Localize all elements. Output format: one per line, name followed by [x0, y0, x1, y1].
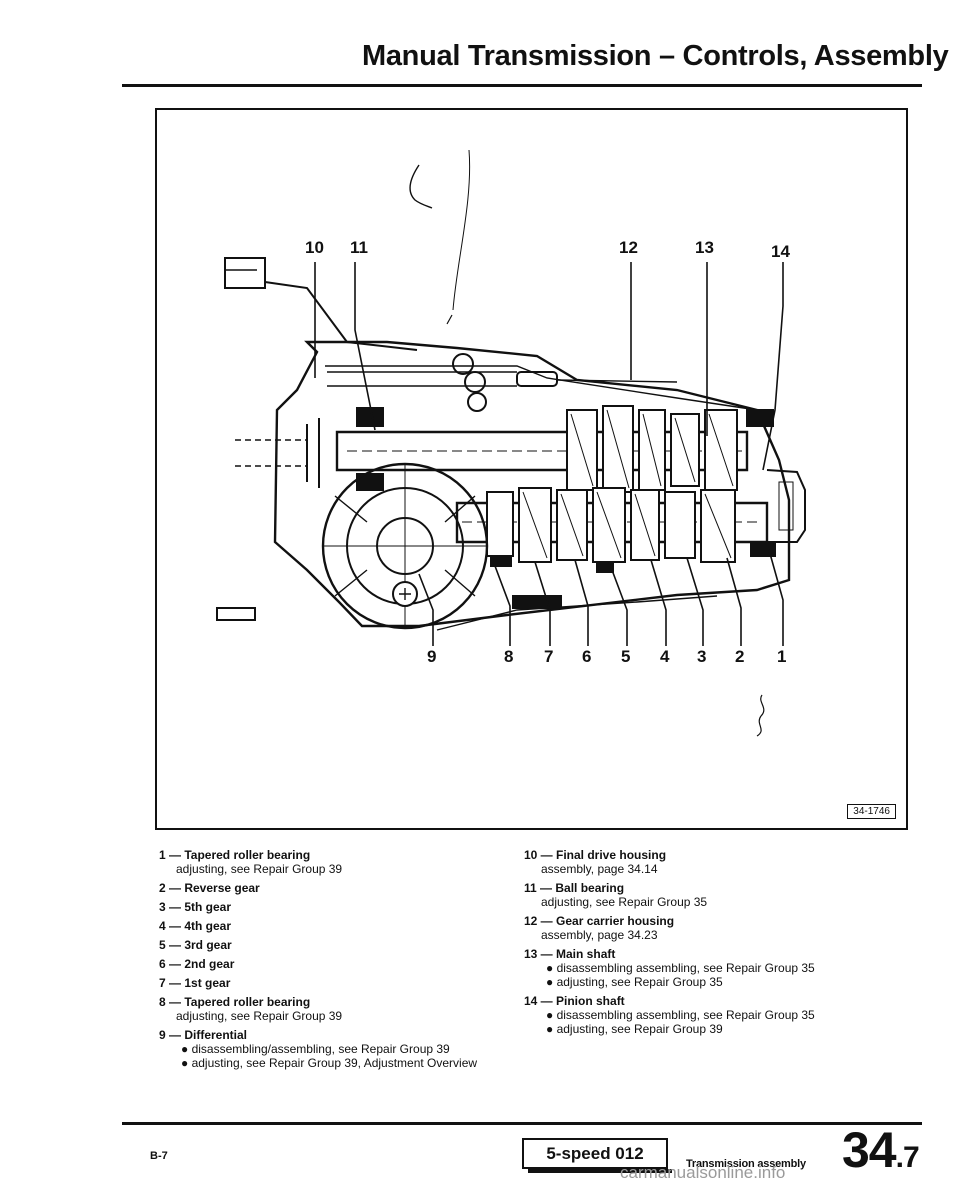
legend-item: 2 — Reverse gear	[159, 881, 519, 895]
legend-item-detail: adjusting, see Repair Group 39	[176, 862, 343, 876]
legend-item-title: 10 — Final drive housing	[524, 848, 667, 862]
legend-item: 7 — 1st gear	[159, 976, 519, 990]
legend-item-title: 9 — Differential	[159, 1028, 248, 1042]
callout-4: 4	[660, 647, 670, 666]
legend-item: 3 — 5th gear	[159, 900, 519, 914]
legend-item: 14 — Pinion shaft● disassembling assembl…	[524, 994, 904, 1036]
legend-item-title: 13 — Main shaft	[524, 947, 616, 961]
page-number: 34.7	[842, 1122, 920, 1178]
legend-item-title: 11 — Ball bearing	[524, 881, 625, 895]
legend-item-title: 12 — Gear carrier housing	[524, 914, 675, 928]
legend-item-title: 4 — 4th gear	[159, 919, 232, 933]
page-number-sub: .7	[895, 1141, 920, 1174]
legend-item: 13 — Main shaft● disassembling assemblin…	[524, 947, 904, 989]
callout-3: 3	[697, 647, 707, 666]
callout-11: 11	[350, 238, 368, 257]
callout-12: 12	[619, 238, 638, 257]
callout-8: 8	[504, 647, 514, 666]
legend-item: 9 — Differential● disassembling/assembli…	[159, 1028, 519, 1070]
page-title: Manual Transmission – Controls, Assembly	[362, 40, 949, 72]
callout-13: 13	[695, 238, 714, 257]
callout-6: 6	[582, 647, 592, 666]
legend-item-detail: ● adjusting, see Repair Group 39, Adjust…	[181, 1056, 478, 1070]
legend-item-title: 1 — Tapered roller bearing	[159, 848, 311, 862]
callout-9: 9	[427, 647, 437, 666]
callout-7: 7	[544, 647, 554, 666]
callout-1: 1	[777, 647, 787, 666]
legend-item: 5 — 3rd gear	[159, 938, 519, 952]
figure-id-label: 34-1746	[847, 804, 896, 819]
legend-item-title: 3 — 5th gear	[159, 900, 232, 914]
legend-item-title: 6 — 2nd gear	[159, 957, 235, 971]
legend-item-detail: ● disassembling assembling, see Repair G…	[546, 1008, 815, 1022]
legend-item: 6 — 2nd gear	[159, 957, 519, 971]
legend-item-detail: adjusting, see Repair Group 39	[176, 1009, 343, 1023]
footer-rule	[122, 1122, 922, 1125]
transmission-cutaway-drawing	[216, 149, 806, 737]
legend-item-detail: assembly, page 34.14	[541, 862, 658, 876]
legend-item-title: 7 — 1st gear	[159, 976, 231, 990]
legend-item-title: 14 — Pinion shaft	[524, 994, 625, 1008]
watermark: carmanualsonline.info	[620, 1163, 786, 1182]
figure-frame: 10 11 12 13 14 9 8 7 6 5 4 3 2 1 34-1746	[155, 108, 908, 830]
footer-section-title: Transmission assembly	[686, 1158, 806, 1170]
model-badge: 5-speed 012	[522, 1138, 672, 1173]
page-code: B-7	[150, 1150, 168, 1162]
legend-item-detail: adjusting, see Repair Group 35	[541, 895, 708, 909]
legend-item-detail: ● adjusting, see Repair Group 39	[546, 1022, 723, 1036]
callout-2: 2	[735, 647, 745, 666]
legend-item-title: 2 — Reverse gear	[159, 881, 260, 895]
legend-item-detail: ● adjusting, see Repair Group 35	[546, 975, 723, 989]
callout-5: 5	[621, 647, 631, 666]
legend-item-detail: assembly, page 34.23	[541, 928, 658, 942]
callout-14: 14	[771, 242, 790, 261]
legend-item: 4 — 4th gear	[159, 919, 519, 933]
legend-item-detail: ● disassembling assembling, see Repair G…	[546, 961, 815, 975]
legend-item-title: 8 — Tapered roller bearing	[159, 995, 311, 1009]
legend-item-title: 5 — 3rd gear	[159, 938, 232, 952]
page-number-main: 34	[842, 1122, 897, 1178]
legend-item-detail: ● disassembling/assembling, see Repair G…	[181, 1042, 450, 1056]
callout-10: 10	[305, 238, 324, 257]
header-rule	[122, 84, 922, 87]
